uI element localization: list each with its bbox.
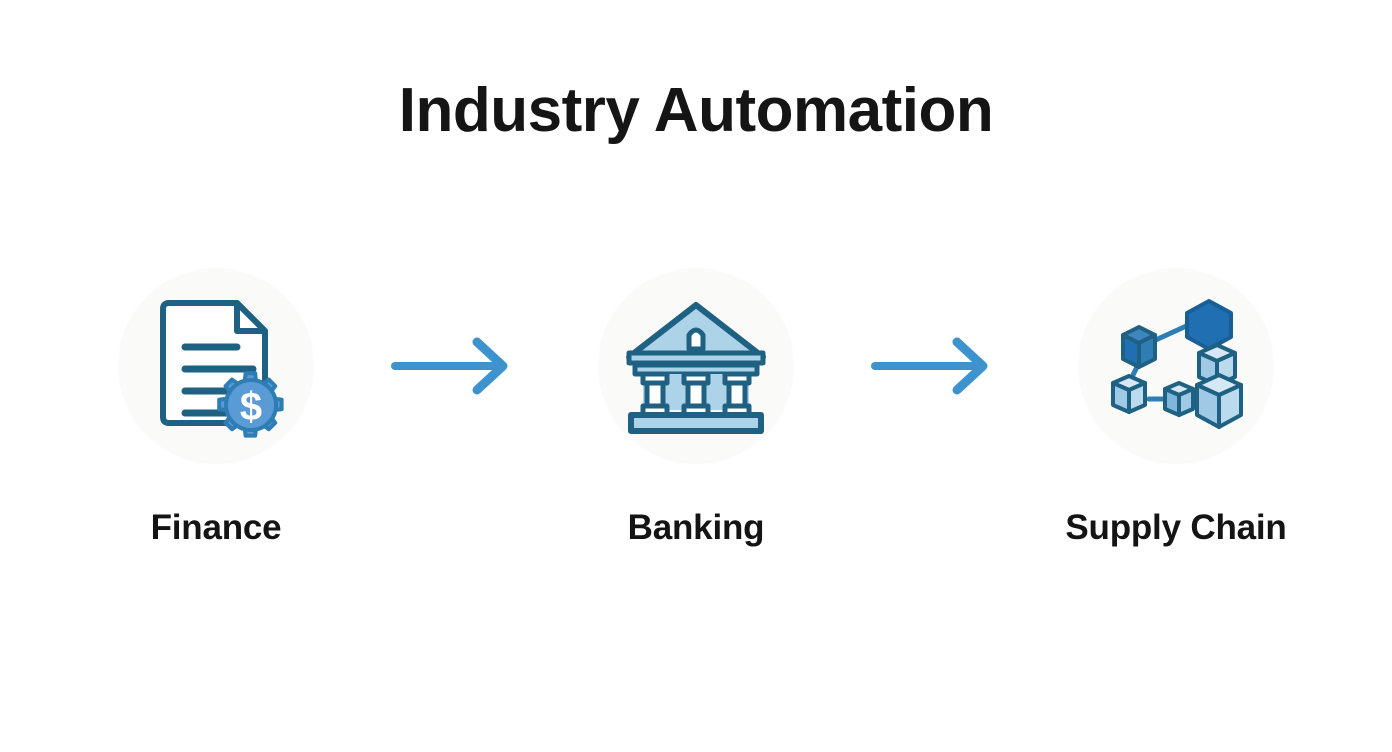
stage-finance[interactable]: $ Finance bbox=[96, 268, 336, 548]
connector-2 bbox=[861, 268, 1011, 464]
arrow-right-icon bbox=[391, 337, 508, 395]
svg-text:$: $ bbox=[240, 385, 262, 429]
page-title: Industry Automation bbox=[398, 76, 994, 145]
stage-label-banking: Banking bbox=[627, 508, 765, 547]
icon-circle-banking bbox=[598, 268, 794, 464]
stage-label-supply-chain: Supply Chain bbox=[1065, 508, 1287, 547]
stage-supply-chain[interactable]: Supply Chain bbox=[1056, 268, 1296, 548]
icon-circle-supply-chain bbox=[1078, 268, 1274, 464]
stage-banking[interactable]: Banking bbox=[576, 268, 816, 548]
document-dollar-gear-icon: $ bbox=[160, 300, 284, 438]
industry-flow-row: $ Finance bbox=[96, 268, 1296, 568]
connector-1 bbox=[381, 268, 531, 464]
bank-building-icon bbox=[626, 302, 766, 434]
supply-chain-network-icon bbox=[1111, 299, 1243, 429]
icon-circle-finance: $ bbox=[118, 268, 314, 464]
arrow-right-icon bbox=[871, 337, 988, 395]
stage-label-finance: Finance bbox=[150, 508, 282, 547]
